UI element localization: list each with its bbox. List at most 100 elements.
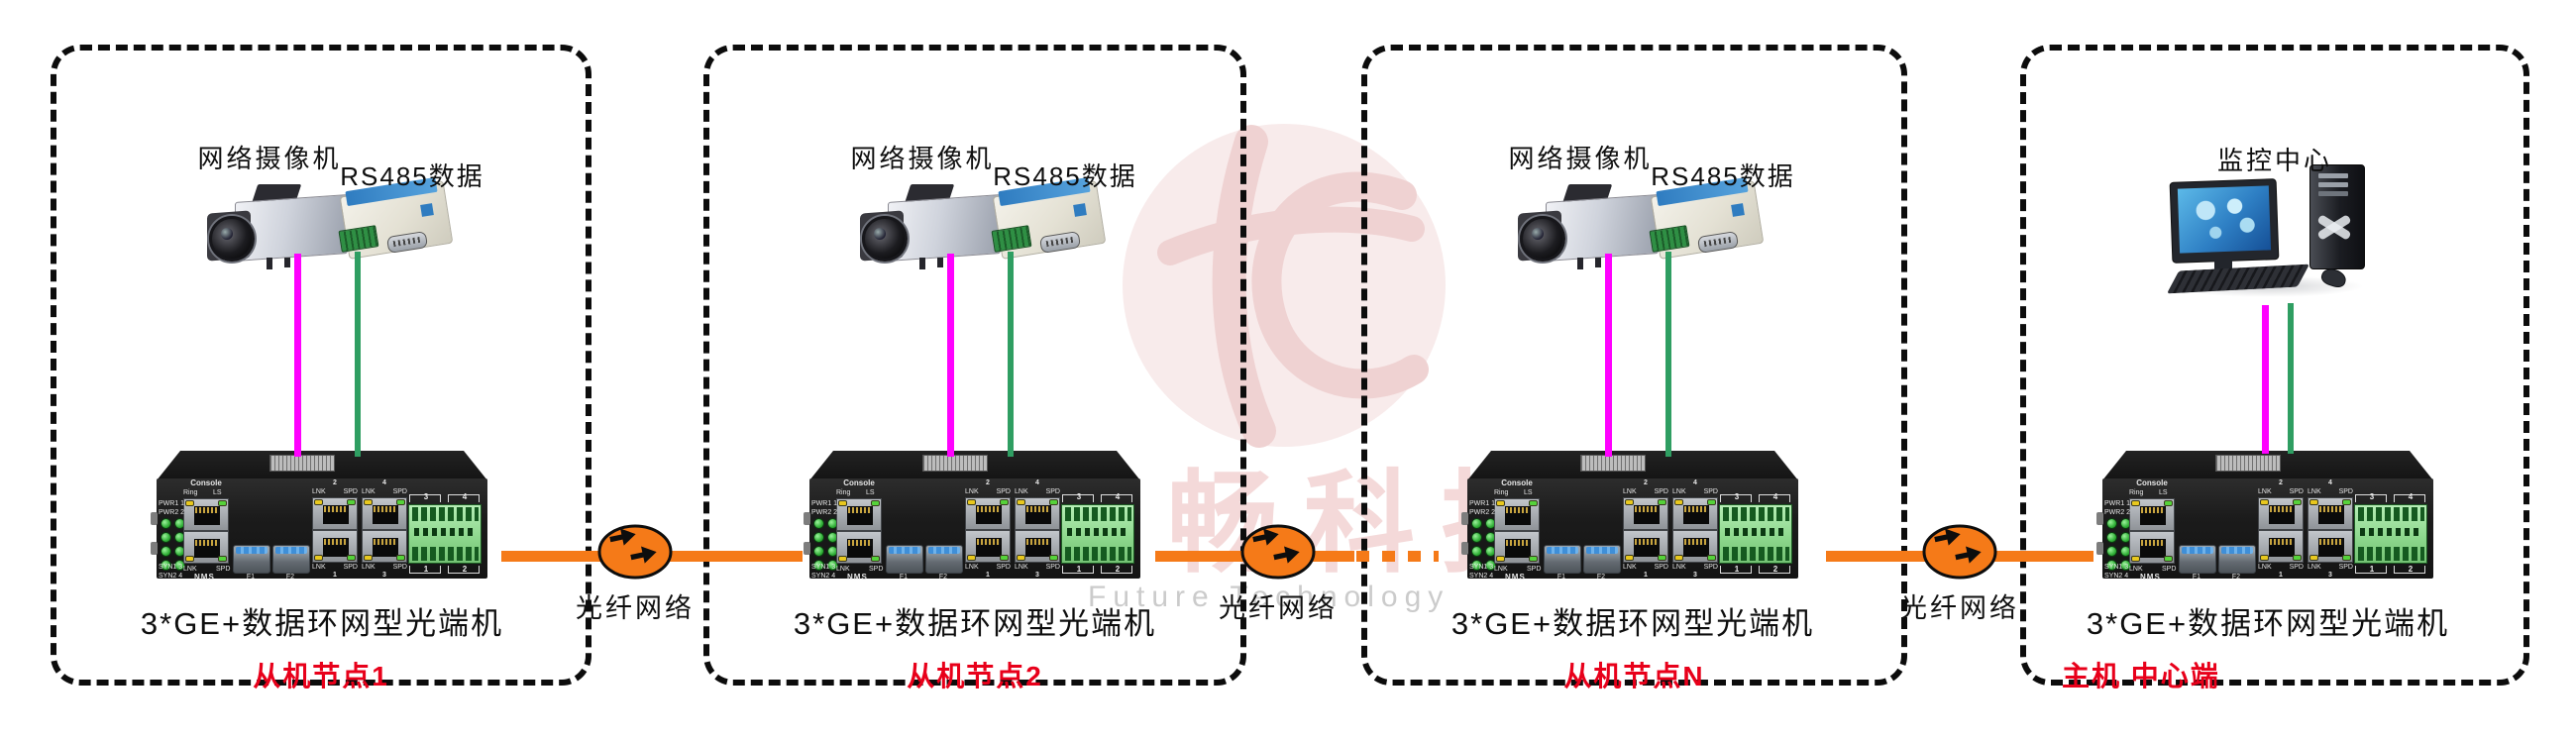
lnk-label: LNK (312, 488, 326, 495)
ge-ports-group-a: 2 LNK SPD LNK SPD 1 (965, 451, 1011, 594)
lnk-label: LNK (1672, 488, 1686, 495)
fiber-network-label: 光纤网络 (1219, 593, 1338, 623)
terminal-bracket: 3 (409, 492, 441, 502)
terminal-bracket: 3 (1062, 492, 1094, 502)
syn2-label: SYN2 4 (2104, 573, 2129, 580)
terminal-bracket: 2 (2394, 565, 2425, 574)
port-number: 4 (1693, 479, 1697, 486)
switch-top-lid (2102, 451, 2433, 480)
rj45-ports (1672, 497, 1718, 563)
sfp-slot-f2 (1583, 545, 1621, 574)
ge-ports-group-b: 4 LNK SPD LNK SPD 3 (362, 451, 407, 594)
syn1-label: SYN1 3 (811, 564, 836, 571)
terminal-bracket: 4 (1101, 492, 1132, 502)
terminal-bracket: 4 (2394, 492, 2425, 502)
pwr1-label: PWR1 1 (1469, 500, 1496, 507)
spd-label: SPD (2162, 566, 2177, 573)
spd-label: SPD (2338, 488, 2353, 495)
camera-lens (209, 216, 255, 262)
port-number: 3 (1693, 572, 1697, 579)
rj45-ports (1623, 497, 1668, 563)
camera-leg (937, 258, 943, 267)
port-number: 2 (1644, 479, 1648, 486)
bidirectional-arrows-icon (597, 524, 673, 580)
node-2: 网络摄像机 RS485数据 (703, 0, 1246, 742)
terminal-green-connector (2354, 504, 2427, 564)
nms-label: NMS (1505, 573, 1526, 582)
camera-data-line (2262, 305, 2269, 454)
lnk-label: LNK (965, 564, 979, 571)
ge-ports-group-a: 2 LNK SPD LNK SPD 1 (1623, 451, 1668, 594)
spd-label: SPD (1045, 488, 1060, 495)
spd-label: SPD (2289, 564, 2304, 571)
node-role-label: 主机 中心端 (2062, 661, 2220, 691)
nms-label: NMS (194, 573, 215, 582)
lnk-label: LNK (312, 564, 326, 571)
rs485-logo-chip (1073, 203, 1087, 217)
terminal-bracket: 3 (2355, 492, 2387, 502)
port-number: 1 (1644, 572, 1648, 579)
terminal-bracket: 2 (1759, 565, 1790, 574)
sfp-slot-f1 (2179, 545, 2216, 574)
rs485-label: RS485数据 (340, 161, 484, 191)
fiber-switch-image: PWR1 1 PWR2 2 SYN1 3 SYN2 4 Console Ring… (1461, 451, 1798, 594)
side-connector (151, 542, 158, 555)
sfp-slot-f2 (925, 545, 963, 574)
spd-label: SPD (392, 488, 407, 495)
terminal-block: 3 4 1 2 (408, 492, 482, 580)
port-number: 2 (986, 479, 990, 486)
spd-label: SPD (343, 488, 358, 495)
port-number: 2 (2279, 479, 2283, 486)
terminal-bracket: 1 (2355, 565, 2387, 574)
port-number: 4 (2328, 479, 2332, 486)
side-connector (151, 512, 158, 525)
side-connector (2096, 542, 2103, 555)
terminal-green-connector (1061, 504, 1134, 564)
spd-label: SPD (1703, 564, 1718, 571)
rs485-logo-chip (420, 203, 434, 217)
pwr2-label: PWR2 2 (811, 509, 838, 516)
port-number: 1 (333, 572, 337, 579)
spd-label: SPD (2338, 564, 2353, 571)
status-leds (161, 518, 188, 574)
console-label: Console (1501, 478, 1533, 487)
camera-devices-group: 网络摄像机 RS485数据 (703, 0, 1246, 742)
ls-label: LS (2159, 489, 2168, 496)
fiber-line-dotted (1356, 551, 1439, 562)
device-name-label: 3*GE+数据环网型光端机 (1450, 606, 1815, 641)
pwr2-label: PWR2 2 (1469, 509, 1496, 516)
monitoring-center-label: 监控中心 (2216, 146, 2332, 175)
lnk-label: LNK (1672, 564, 1686, 571)
console-rj45-ports (836, 498, 882, 564)
camera-lens (862, 216, 908, 262)
camera-lens (1520, 216, 1565, 262)
monitor (2169, 178, 2280, 264)
node-role-label: 从机节点2 (907, 661, 1043, 691)
nms-label: NMS (2140, 573, 2161, 582)
fiber-switch-image: PWR1 1 PWR2 2 SYN1 3 SYN2 4 Console Ring… (804, 451, 1140, 594)
lnk-label: LNK (362, 564, 376, 571)
camera-leg (919, 258, 925, 269)
rj45-ports (1015, 497, 1060, 563)
ls-label: LS (1524, 489, 1533, 496)
rj45-ports (312, 497, 358, 563)
lnk-label: LNK (362, 488, 376, 495)
camera-label: 网络摄像机 (850, 144, 995, 173)
port-number: 2 (333, 479, 337, 486)
pc-tower (2309, 164, 2365, 269)
status-leds (813, 518, 841, 574)
lnk-label: LNK (183, 566, 197, 573)
console-label: Console (843, 478, 875, 487)
camera-data-line (1605, 254, 1612, 457)
side-connector (1461, 512, 1468, 525)
console-rj45-ports (1494, 498, 1540, 564)
side-connector (804, 512, 810, 525)
lnk-label: LNK (2308, 564, 2321, 571)
port-number: 3 (382, 572, 386, 579)
rs485-data-line (1665, 252, 1671, 457)
port-number: 4 (1035, 479, 1039, 486)
ring-label: Ring (1494, 489, 1509, 496)
terminal-block: 3 4 1 2 (1719, 492, 1792, 580)
terminal-bracket: 2 (1101, 565, 1132, 574)
fiber-network-label: 光纤网络 (576, 593, 695, 623)
